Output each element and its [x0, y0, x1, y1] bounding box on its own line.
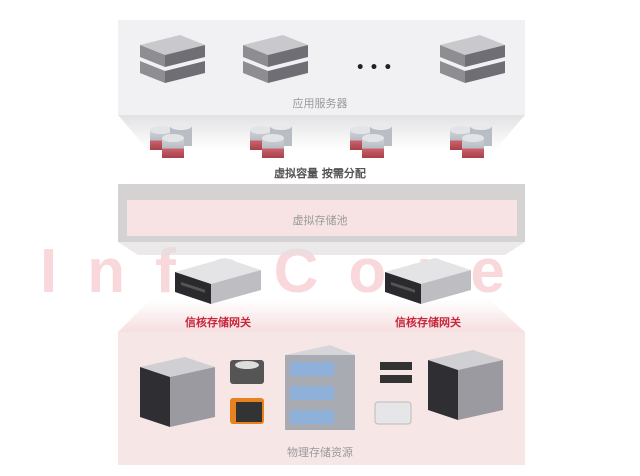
- storage-gateway: 信核存储网关: [385, 258, 471, 329]
- virtual-capacity-label: 虚拟容量 按需分配: [274, 166, 366, 180]
- app-server-panel: • • • 应用服务器: [118, 20, 525, 150]
- gateway-label: 信核存储网关: [395, 315, 461, 329]
- more-servers-ellipsis: • • •: [356, 60, 393, 76]
- hard-disk-icon: [230, 360, 264, 384]
- disk-array-icon: [140, 357, 215, 427]
- hard-disk-icon: [230, 398, 264, 424]
- database-icon: [350, 122, 392, 158]
- database-icon: [250, 122, 292, 158]
- virtual-storage-pool: 虚拟存储池: [118, 184, 525, 255]
- physical-storage-panel: 物理存储资源: [118, 332, 525, 465]
- database-icon: [450, 122, 492, 158]
- jbod-array-icon: [428, 350, 503, 420]
- app-servers-label: 应用服务器: [293, 96, 348, 110]
- tape-drive-icon: [380, 362, 412, 383]
- storage-gateway: 信核存储网关: [175, 258, 261, 329]
- virtual-pool-label: 虚拟存储池: [293, 213, 348, 227]
- physical-storage-label: 物理存储资源: [287, 445, 353, 459]
- hard-disk-icon: [374, 401, 412, 425]
- virtual-volumes: 虚拟容量 按需分配: [150, 122, 492, 180]
- storage-server-icon: [285, 345, 355, 430]
- gateway-label: 信核存储网关: [185, 315, 251, 329]
- database-icon: [150, 122, 192, 158]
